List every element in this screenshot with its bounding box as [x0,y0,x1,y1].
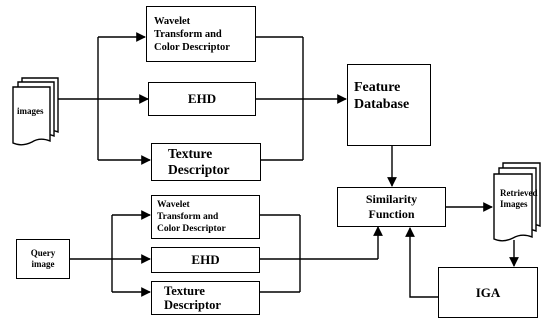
wavelet-bottom-line-2: Transform and [157,212,219,222]
retrieved-line-2: Images [500,199,528,209]
query-line-1: Query [30,248,56,258]
retrieved-images-label: Retrieved Images [500,188,537,210]
wavelet-transform-color-descriptor-top-box: Wavelet Transform and Color Descriptor [146,6,256,62]
texture-bottom-line-2: Descriptor [164,298,221,312]
ehd-bottom-box: EHD [151,247,260,273]
texture-descriptor-bottom-box: Texture Descriptor [151,281,260,315]
query-image-box: Query image [16,239,70,279]
feature-db-line-2: Database [354,97,410,112]
ehd-bottom-label: EHD [191,252,220,267]
bottom-connectors [70,210,383,297]
texture-top-line-2: Descriptor [168,162,230,177]
texture-top-line-1: Texture [168,146,213,161]
arrow-iga-feedback-to-similarity [405,227,438,298]
images-document-stack-icon [12,77,59,146]
retrieved-line-1: Retrieved [500,188,538,198]
wavelet-bottom-line-1: Wavelet [157,200,190,210]
wavelet-transform-color-descriptor-bottom-box: Wavelet Transform and Color Descriptor [151,195,260,239]
similarity-line-2: Function [368,207,415,221]
ehd-top-label: EHD [187,91,217,106]
ehd-top-box: EHD [148,82,256,116]
right-connectors [387,145,519,298]
similarity-line-1: Similarity [365,192,418,206]
wavelet-top-line-2: Transform and [154,28,222,40]
iga-label: IGA [475,284,501,300]
texture-bottom-line-1: Texture [164,284,205,298]
images-label: images [17,106,44,116]
feature-database-box: Feature Database [347,64,431,146]
similarity-function-box: Similarity Function [337,187,446,227]
wavelet-bottom-line-3: Color Descriptor [157,224,226,234]
wavelet-top-line-3: Color Descriptor [154,41,230,53]
retrieved-images-document-stack-icon [493,162,541,242]
top-connectors [58,32,347,165]
texture-descriptor-top-box: Texture Descriptor [151,143,261,181]
wavelet-top-line-1: Wavelet [154,15,191,27]
query-line-2: image [31,259,55,269]
iga-box: IGA [438,267,538,318]
feature-db-line-1: Feature [354,80,401,95]
